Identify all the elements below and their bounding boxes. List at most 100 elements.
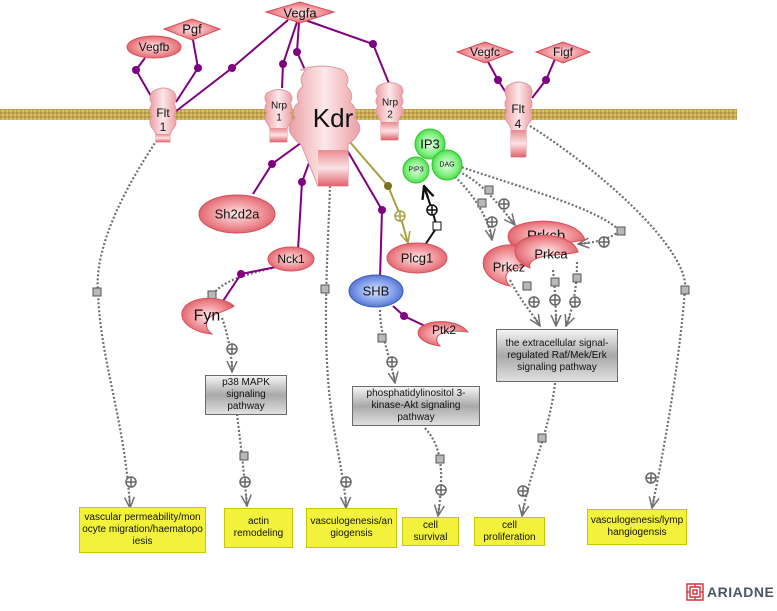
- marker-square: [377, 333, 387, 343]
- edge-shb-pi3k: [378, 309, 395, 383]
- protein-sh2d2a[interactable]: Sh2d2a: [198, 194, 276, 234]
- protein-label: Prkcz: [493, 260, 526, 275]
- process-actin-remodeling[interactable]: actin remodeling: [224, 508, 293, 548]
- protein-shb[interactable]: SHB: [348, 274, 404, 308]
- edge-kdr-vasculo: [324, 185, 346, 508]
- pathway-label: phosphatidylinositol 3-kinase-Akt signal…: [366, 388, 466, 423]
- edge-markers: [92, 185, 690, 464]
- edge-flt1-vascular: [96, 139, 158, 508]
- edge-shb-ptk2: [392, 305, 426, 327]
- receptor-label: Nrp: [271, 101, 288, 112]
- binding-dot: [268, 160, 276, 168]
- molecule-pip3[interactable]: PIP3: [402, 156, 430, 184]
- protein-ptk2[interactable]: Ptk2: [417, 321, 469, 347]
- receptor-label: Flt: [156, 106, 170, 120]
- molecule-label: IP3: [420, 137, 440, 152]
- process-label: vasculogenesis/lymphangiogensis: [590, 515, 684, 538]
- binding-dot: [194, 64, 202, 72]
- binding-dot: [542, 76, 550, 84]
- plus-marker: [598, 236, 610, 248]
- cell-membrane: [0, 109, 737, 120]
- logo-text: ARIADNE: [707, 584, 775, 600]
- plus-marker: [226, 343, 238, 355]
- binding-dot: [378, 206, 386, 214]
- binding-dot: [228, 64, 236, 72]
- protein-nck1[interactable]: Nck1: [267, 246, 315, 272]
- ligand-pgf[interactable]: Pgf: [162, 18, 222, 41]
- molecule-label: DAG: [439, 162, 454, 169]
- protein-plcg1[interactable]: Plcg1: [386, 242, 448, 274]
- edge-prkcz-erk: [509, 279, 540, 326]
- marker-square: [477, 198, 487, 208]
- edge-vegfa-kdr: [295, 21, 306, 71]
- receptor-flt4[interactable]: Flt 4: [504, 81, 533, 158]
- receptor-nrp1[interactable]: Nrp 1: [264, 89, 293, 143]
- protein-prkca[interactable]: Prkca: [514, 234, 579, 269]
- receptor-flt1[interactable]: Flt 1: [149, 87, 177, 143]
- protein-fyn[interactable]: Fyn: [181, 297, 235, 335]
- ariadne-logo: ARIADNE: [686, 583, 774, 601]
- edge-pi3k-survival: [424, 427, 441, 516]
- pathway-p38-mapk[interactable]: p38 MAPK signaling pathway: [205, 375, 287, 415]
- process-cell-survival[interactable]: cell survival: [402, 517, 459, 546]
- protein-label: Fyn: [194, 308, 221, 325]
- plus-marker: [125, 476, 137, 488]
- process-cell-proliferation[interactable]: cell proliferation: [474, 517, 545, 546]
- binding-dot: [369, 40, 377, 48]
- binding-dot: [400, 312, 408, 320]
- process-label: actin remodeling: [233, 516, 284, 539]
- process-label: cell proliferation: [483, 519, 536, 543]
- plus-marker: [435, 484, 447, 496]
- ligand-vegfb[interactable]: Vegfb: [126, 35, 182, 59]
- plus-marker: [340, 476, 352, 488]
- ligand-figf[interactable]: Figf: [534, 41, 592, 64]
- protein-label: Prkca: [534, 247, 568, 262]
- process-vascular-permeability[interactable]: vascular permeability/monocyte migration…: [79, 507, 206, 553]
- pathway-raf-mek-erk[interactable]: the extracellular signal-regulated Raf/M…: [496, 329, 618, 382]
- process-label: cell survival: [413, 519, 448, 543]
- receptor-label: 4: [515, 117, 522, 131]
- marker-square: [435, 454, 445, 464]
- edge-kdr-shb: [346, 149, 384, 279]
- edge-fyn-p38: [220, 317, 232, 372]
- molecule-label: PIP3: [408, 167, 423, 174]
- marker-square: [537, 433, 547, 443]
- process-vasculogenesis-angiogenesis[interactable]: vasculogenesis/angiogensis: [306, 508, 397, 548]
- receptor-label: Flt: [511, 102, 525, 116]
- molecule-ip3[interactable]: IP3: [414, 128, 446, 160]
- binding-dot: [298, 178, 306, 186]
- labyrinth-icon: [686, 583, 704, 601]
- ligand-label: Vegfc: [470, 45, 500, 59]
- receptor-nrp2[interactable]: Nrp 2: [375, 82, 404, 141]
- marker-square: [320, 284, 330, 294]
- marker-square: [680, 285, 690, 295]
- ligand-label: Figf: [553, 45, 574, 59]
- process-vasculogenesis-lymphangiogenesis[interactable]: vasculogenesis/lymphangiogensis: [587, 509, 687, 545]
- binding-dot: [279, 60, 287, 68]
- marker-square: [92, 287, 102, 297]
- plus-marker: [239, 476, 251, 488]
- receptor-label: 1: [276, 113, 282, 124]
- binding-dots: [132, 40, 550, 320]
- ligand-vegfc[interactable]: Vegfc: [455, 41, 515, 64]
- binding-dot: [293, 48, 301, 56]
- receptor-label: Nrp: [382, 98, 399, 109]
- marker-square: [522, 281, 532, 291]
- edge-prkcb-erk: [566, 261, 579, 326]
- marker-square: [616, 226, 626, 236]
- molecule-dag[interactable]: DAG: [431, 149, 463, 181]
- ligand-vegfa[interactable]: Vegfa: [264, 1, 336, 24]
- process-label: vascular permeability/monocyte migration…: [82, 512, 203, 547]
- protein-label: Ptk2: [432, 323, 456, 337]
- plus-marker: [528, 296, 540, 308]
- protein-label: Plcg1: [401, 251, 434, 266]
- edge-flt4-vasculo-lymph: [529, 125, 687, 508]
- receptor-label: 2: [387, 110, 393, 121]
- pathway-pi3k-akt[interactable]: phosphatidylinositol 3-kinase-Akt signal…: [352, 386, 480, 426]
- receptor-kdr[interactable]: Kdr: [288, 65, 361, 187]
- edge-kdr-sh2d2a: [252, 139, 306, 195]
- edge-vegfb-flt1: [134, 57, 153, 99]
- process-label: vasculogenesis/angiogensis: [310, 516, 393, 539]
- plus-marker: [517, 485, 529, 497]
